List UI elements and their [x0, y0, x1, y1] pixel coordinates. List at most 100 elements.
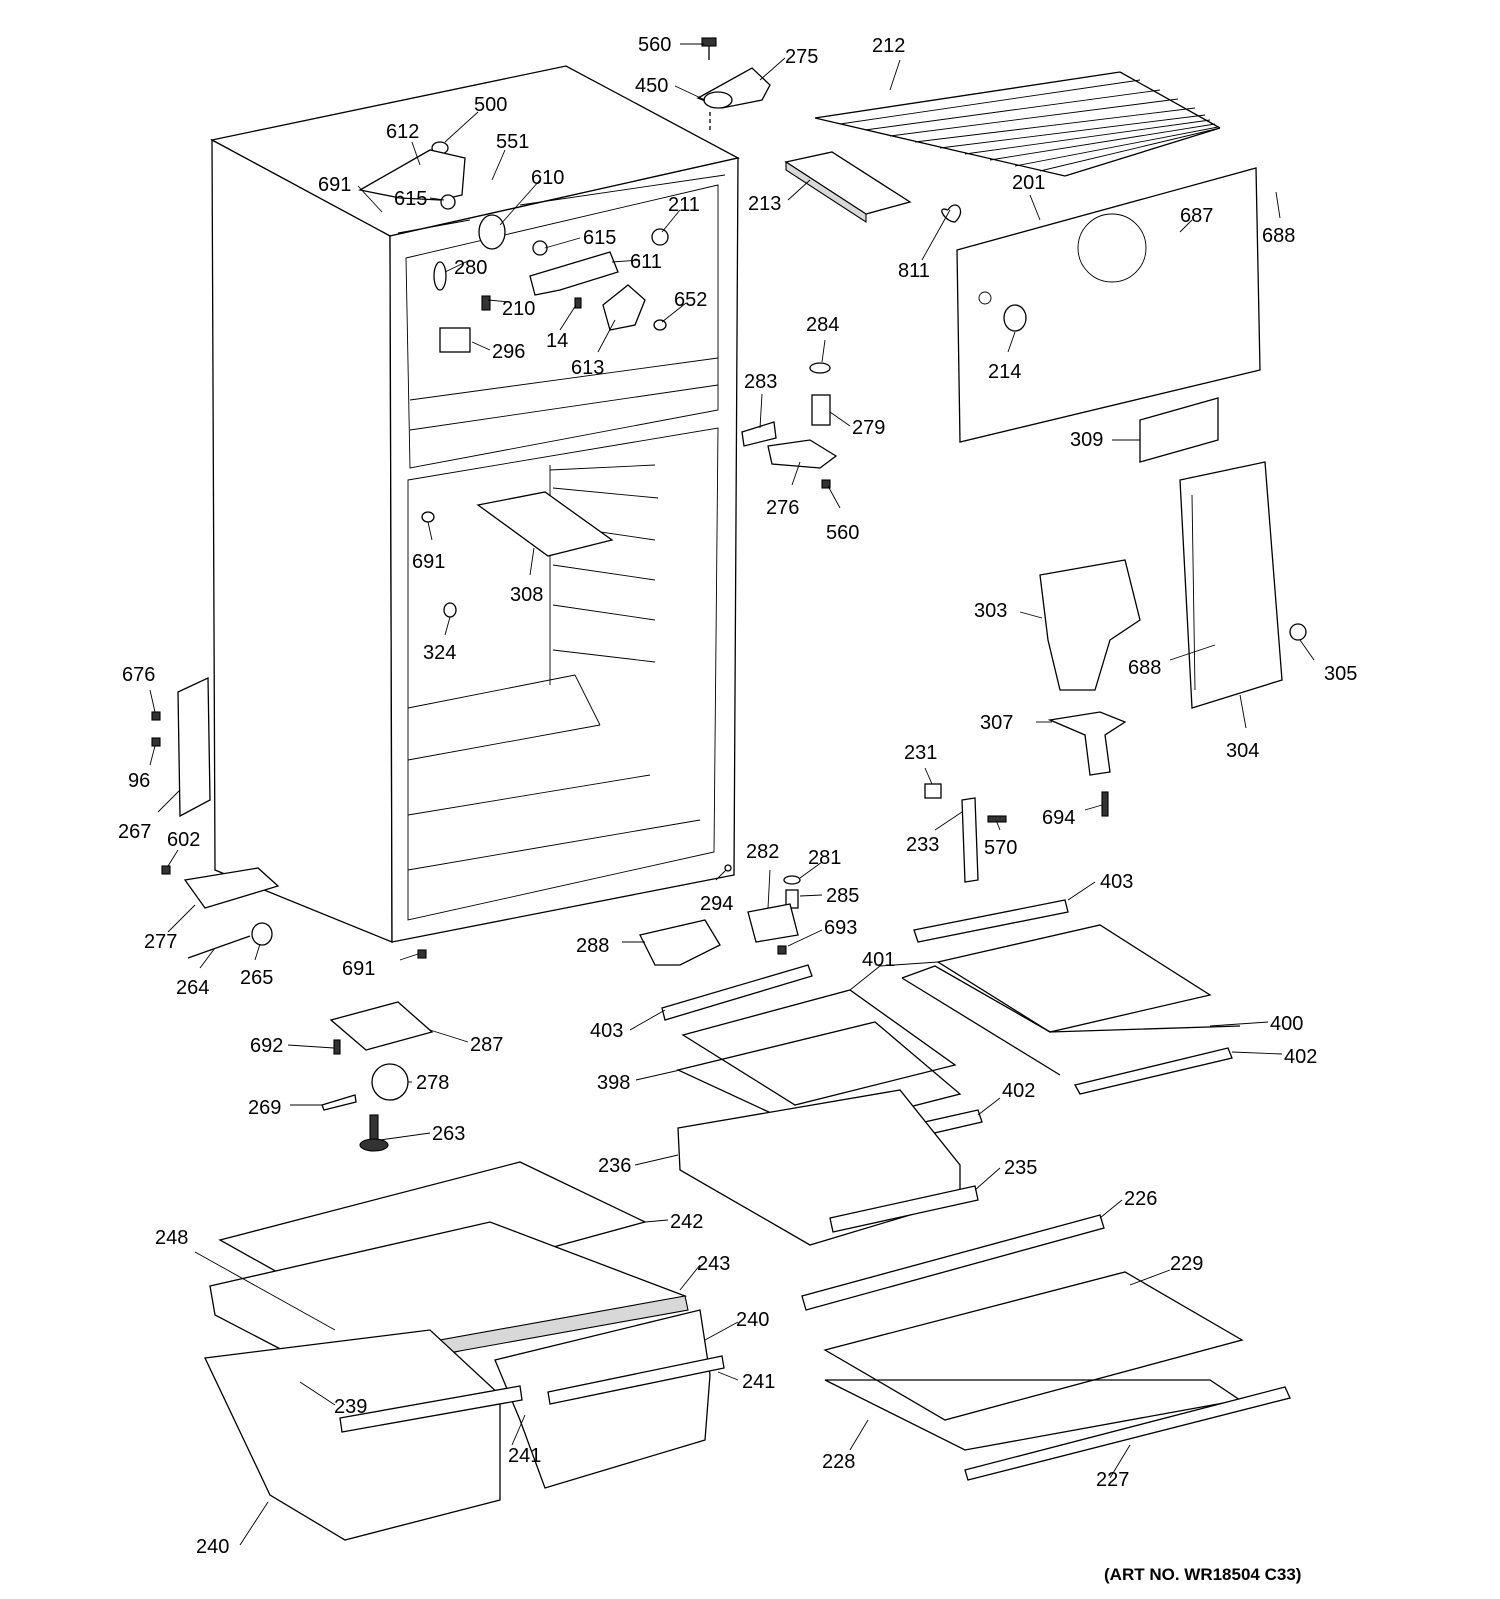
part-label: 687: [1180, 205, 1213, 227]
part-label: 811: [898, 260, 930, 282]
art-number-caption: (ART NO. WR18504 C33): [1104, 1565, 1302, 1584]
label-plate: [1139, 397, 1219, 463]
part-label: 602: [167, 829, 200, 851]
door-hinge-parts: [639, 783, 1007, 966]
part-label: 500: [474, 94, 507, 116]
part-label: 570: [984, 837, 1017, 859]
part-label: 402: [1284, 1046, 1317, 1068]
part-label: 201: [1012, 172, 1045, 194]
part-label: 211: [668, 194, 700, 216]
part-label: 691: [318, 174, 351, 196]
part-label: 240: [196, 1536, 229, 1558]
part-label: 692: [250, 1035, 283, 1057]
part-label: 264: [176, 977, 209, 999]
part-label: 265: [240, 967, 273, 989]
part-label: 241: [508, 1445, 541, 1467]
part-label: 402: [1002, 1080, 1035, 1102]
part-label: 233: [906, 834, 939, 856]
part-label: 236: [598, 1155, 631, 1177]
part-label: 560: [826, 522, 859, 544]
part-label: 235: [1004, 1157, 1037, 1179]
part-label: 612: [386, 121, 419, 143]
part-label: 398: [597, 1072, 630, 1094]
part-label: 613: [571, 357, 604, 379]
part-label: 403: [1100, 871, 1133, 893]
part-label: 280: [454, 257, 487, 279]
part-label: 227: [1096, 1469, 1129, 1491]
right-side-parts: [1039, 461, 1307, 817]
part-label: 277: [144, 931, 177, 953]
part-label: 242: [670, 1211, 703, 1233]
part-label: 263: [432, 1123, 465, 1145]
part-label: 307: [980, 712, 1013, 734]
part-label: 400: [1270, 1013, 1303, 1035]
freezer-interior-parts: [421, 491, 614, 618]
part-label: 281: [808, 847, 841, 869]
left-side-parts: [151, 676, 427, 959]
part-label: 611: [630, 251, 662, 273]
part-label: 212: [872, 35, 905, 57]
part-label: 269: [248, 1097, 281, 1119]
ice-tray: [784, 151, 912, 224]
part-label: 688: [1128, 657, 1161, 679]
part-label: 283: [744, 371, 777, 393]
part-label: 303: [974, 600, 1007, 622]
part-label: 229: [1170, 1253, 1203, 1275]
freezer-top-parts: [358, 141, 669, 353]
part-label: 279: [852, 417, 885, 439]
part-label: 688: [1262, 225, 1295, 247]
part-label: 248: [155, 1227, 188, 1249]
freezer-wire-shelf: [814, 71, 1221, 177]
part-label: 287: [470, 1034, 503, 1056]
part-label: 309: [1070, 429, 1103, 451]
part-label: 213: [748, 193, 781, 215]
meat-pan: [677, 1089, 979, 1246]
top-hinge-parts: [696, 37, 771, 132]
part-label: 610: [531, 167, 564, 189]
part-label: 304: [1226, 740, 1259, 762]
part-labels: 560 275 450 212 500 612 551 691 615 610 …: [118, 34, 1357, 1558]
part-label: 308: [510, 584, 543, 606]
leader-lines: [149, 43, 1315, 1546]
part-label: 241: [742, 1371, 775, 1393]
part-label: 214: [988, 361, 1021, 383]
part-label: 401: [862, 949, 895, 971]
part-label: 282: [746, 841, 779, 863]
part-label: 275: [785, 46, 818, 68]
part-label: 288: [576, 935, 609, 957]
part-label: 450: [635, 75, 668, 97]
part-label: 96: [128, 770, 150, 792]
part-label: 694: [1042, 807, 1075, 829]
part-label: 324: [423, 642, 456, 664]
part-label: 14: [546, 330, 568, 352]
part-label: 210: [502, 298, 535, 320]
part-label: 693: [824, 917, 857, 939]
part-label: 403: [590, 1020, 623, 1042]
part-label: 305: [1324, 663, 1357, 685]
part-label: 231: [904, 742, 937, 764]
part-label: 267: [118, 821, 151, 843]
part-label: 284: [806, 314, 839, 336]
part-label: 691: [342, 958, 375, 980]
part-label: 228: [822, 1451, 855, 1473]
evaporator-cover: [941, 167, 1261, 443]
part-label: 615: [583, 227, 616, 249]
part-label: 560: [638, 34, 671, 56]
part-label: 226: [1124, 1188, 1157, 1210]
part-label: 676: [122, 664, 155, 686]
part-label: 243: [697, 1253, 730, 1275]
part-label: 551: [496, 131, 529, 153]
part-label: 240: [736, 1309, 769, 1331]
part-label: 276: [766, 497, 799, 519]
crisper-cover-and-drawers: [204, 1161, 725, 1541]
center-parts: [741, 362, 838, 489]
part-label: 285: [826, 885, 859, 907]
part-label: 239: [334, 1396, 367, 1418]
part-label: 615: [394, 188, 427, 210]
cabinet-assembly: [210, 65, 740, 943]
part-label: 294: [700, 893, 733, 915]
part-label: 652: [674, 289, 707, 311]
deli-shelf: [801, 1214, 1291, 1481]
part-label: 278: [416, 1072, 449, 1094]
